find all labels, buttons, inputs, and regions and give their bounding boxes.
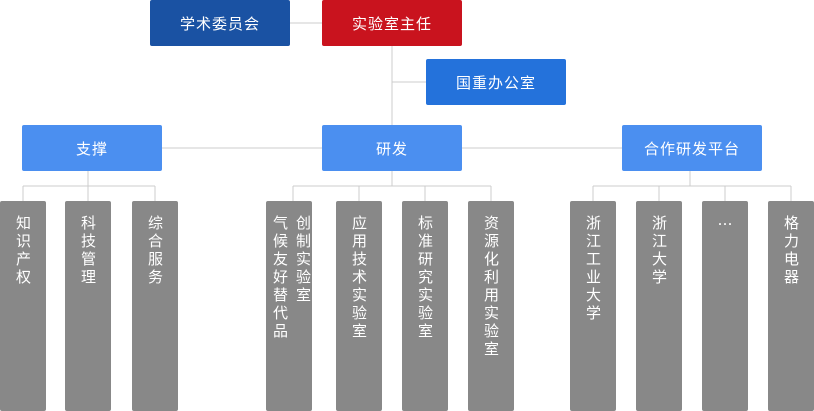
leaf-standards-lab: 标准研究实验室 [402, 201, 448, 411]
leaf-innovation-lab: 创制实验室 气候友好替代品 [266, 201, 312, 411]
branch-support: 支撑 [22, 125, 162, 171]
leaf-label: … [716, 211, 734, 229]
leaf-applied-tech-lab: 应用技术实验室 [336, 201, 382, 411]
director-box: 实验室主任 [322, 0, 462, 46]
leaf-more: … [702, 201, 748, 411]
leaf-label: 知识产权 [14, 215, 32, 287]
leaf-ip: 知识产权 [0, 201, 46, 411]
leaf-resource-lab: 资源化利用实验室 [468, 201, 514, 411]
branch-rnd: 研发 [322, 125, 462, 171]
leaf-sci-management: 科技管理 [65, 201, 111, 411]
leaf-label: 浙江大学 [650, 215, 668, 287]
leaf-label: 应用技术实验室 [350, 215, 368, 341]
leaf-label: 综合服务 [146, 215, 164, 287]
leaf-label: 资源化利用实验室 [482, 215, 500, 359]
office-box: 国重办公室 [426, 59, 566, 105]
leaf-zju: 浙江大学 [636, 201, 682, 411]
leaf-label: 创制实验室 [294, 215, 312, 305]
leaf-label: 标准研究实验室 [416, 215, 434, 341]
leaf-zjut: 浙江工业大学 [570, 201, 616, 411]
leaf-label: 科技管理 [79, 215, 97, 287]
leaf-label: 气候友好替代品 [271, 215, 289, 341]
branch-cooperation: 合作研发平台 [622, 125, 762, 171]
leaf-general-services: 综合服务 [132, 201, 178, 411]
committee-box: 学术委员会 [150, 0, 290, 46]
leaf-gree: 格力电器 [768, 201, 814, 411]
leaf-label: 格力电器 [782, 215, 800, 287]
leaf-label: 浙江工业大学 [584, 215, 602, 323]
